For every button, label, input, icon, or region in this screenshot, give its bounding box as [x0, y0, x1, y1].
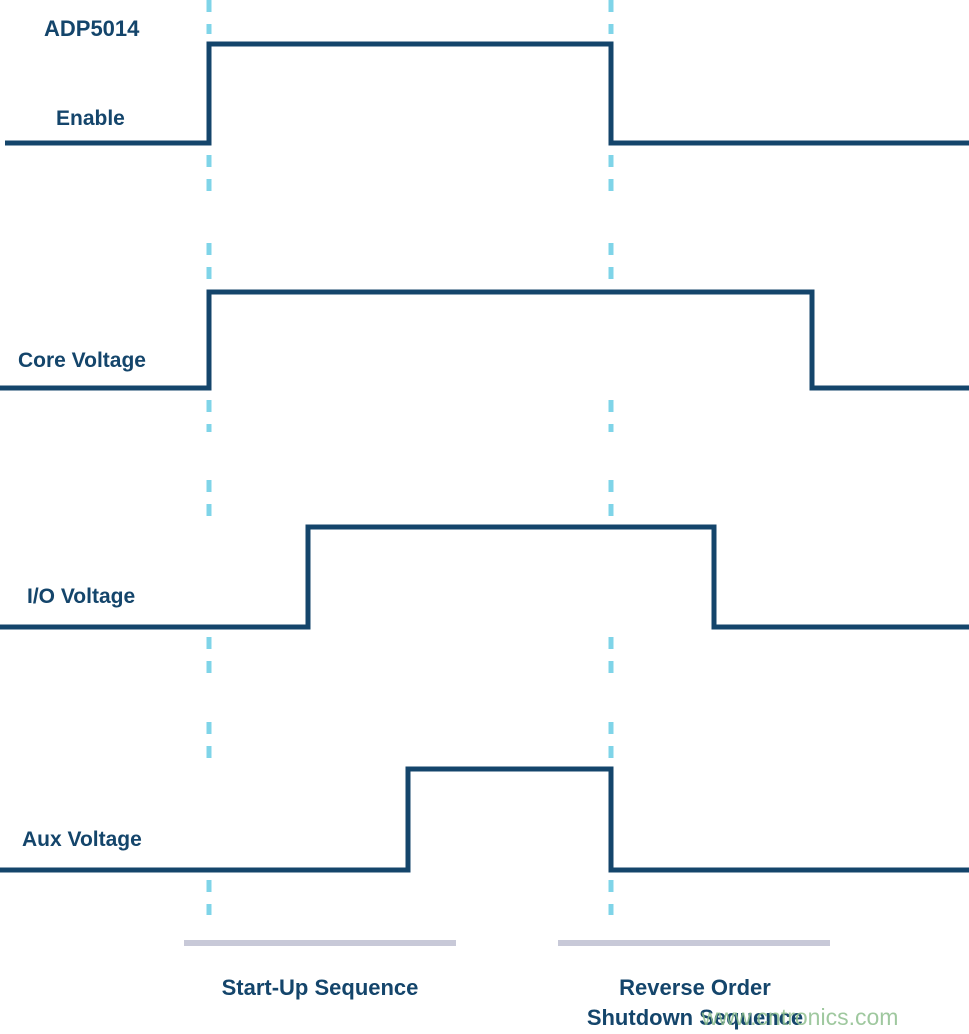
waveform-enable [5, 41, 969, 146]
phase-caption-start-up-line1: Start-Up Sequence [222, 975, 419, 1000]
channel-label-aux-voltage: Aux Voltage [22, 828, 142, 851]
waveform-core-voltage [0, 289, 969, 391]
channel-label-core-voltage: Core Voltage [18, 349, 146, 372]
phase-caption-reverse-shutdown-line1: Reverse Order [619, 975, 771, 1000]
channel-label-io-voltage: I/O Voltage [27, 585, 135, 608]
waveforms-group [0, 41, 969, 873]
waveform-io-voltage [0, 524, 969, 630]
marker-lines-group [206, 0, 614, 915]
watermark-text: www.cntronics.com [701, 1004, 899, 1030]
channel-label-enable: Enable [56, 107, 125, 130]
waveform-aux-voltage [0, 766, 969, 873]
page-title: ADP5014 [44, 16, 140, 41]
phase-start-up: Start-Up Sequence [184, 940, 456, 1000]
phase-caption-reverse-shutdown-line2: Shutdown Sequence [587, 1005, 803, 1030]
